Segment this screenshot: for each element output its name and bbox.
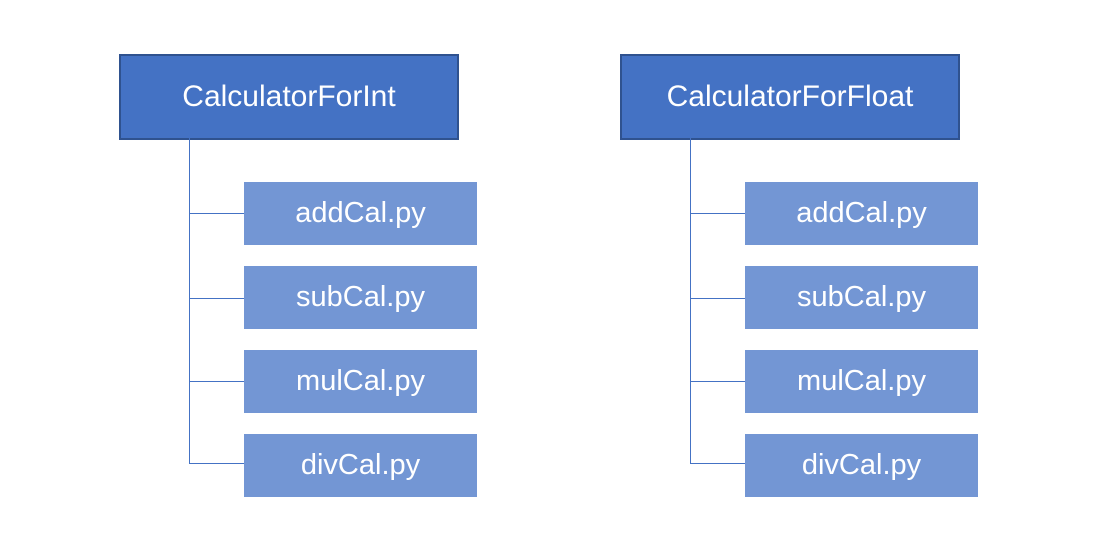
folder-tree-int: CalculatorForInt addCal.py subCal.py mul…: [119, 0, 479, 552]
branch-connector: [189, 381, 244, 382]
branch-connector: [189, 213, 244, 214]
branch-connector: [690, 213, 745, 214]
folder-node-calculator-for-float: CalculatorForFloat: [620, 54, 960, 140]
file-node-divcal: divCal.py: [244, 434, 477, 497]
branch-connector: [189, 463, 244, 464]
branch-connector: [690, 298, 745, 299]
tree-trunk-connector: [189, 138, 190, 463]
file-node-addcal: addCal.py: [745, 182, 978, 245]
branch-connector: [690, 463, 745, 464]
file-node-subcal: subCal.py: [745, 266, 978, 329]
file-node-subcal: subCal.py: [244, 266, 477, 329]
branch-connector: [690, 381, 745, 382]
folder-node-calculator-for-int: CalculatorForInt: [119, 54, 459, 140]
folder-tree-float: CalculatorForFloat addCal.py subCal.py m…: [620, 0, 980, 552]
file-node-mulcal: mulCal.py: [244, 350, 477, 413]
file-node-addcal: addCal.py: [244, 182, 477, 245]
file-node-divcal: divCal.py: [745, 434, 978, 497]
file-node-mulcal: mulCal.py: [745, 350, 978, 413]
branch-connector: [189, 298, 244, 299]
tree-trunk-connector: [690, 138, 691, 463]
